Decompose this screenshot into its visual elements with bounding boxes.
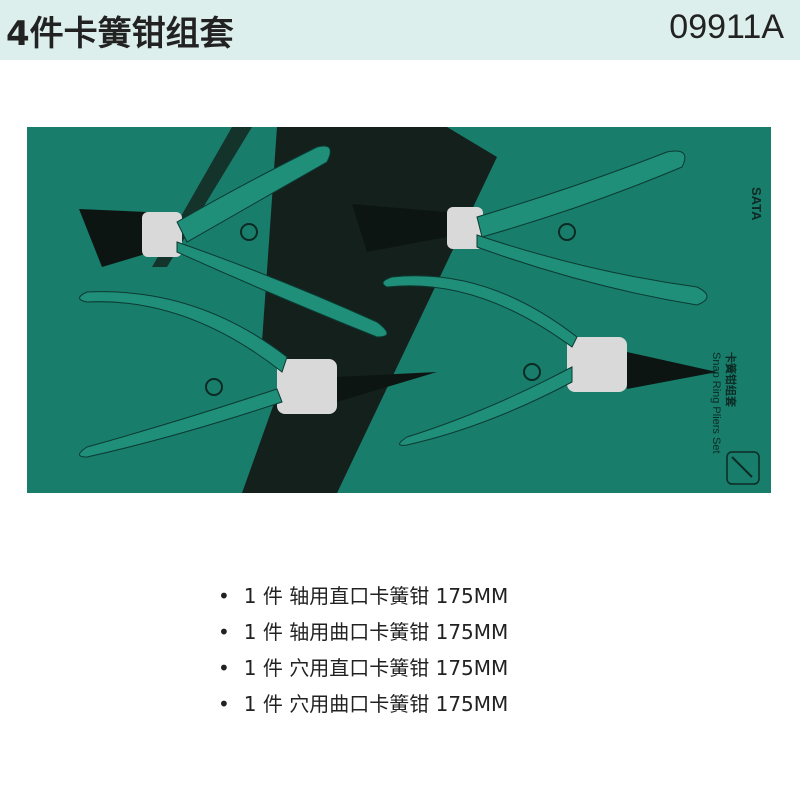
ring-icon bbox=[558, 223, 576, 241]
ring-icon bbox=[205, 378, 223, 396]
header-bar: 4件卡簧钳组套 09911A bbox=[0, 0, 800, 60]
product-title: 4件卡簧钳组套 bbox=[6, 14, 234, 54]
list-item: 1 件 穴用曲口卡簧钳 175MM bbox=[218, 686, 508, 722]
list-item: 1 件 轴用曲口卡簧钳 175MM bbox=[218, 614, 508, 650]
product-code: 09911A bbox=[669, 8, 784, 46]
plier-bottom-left bbox=[79, 291, 437, 458]
set-name-cn: 卡簧钳组套 bbox=[724, 352, 738, 408]
plier-icon bbox=[726, 451, 760, 485]
product-image-tray: SATA 卡簧钳组套 Snap Ring Pliers Set bbox=[27, 127, 771, 493]
ring-icon bbox=[523, 363, 541, 381]
list-item: 1 件 穴用直口卡簧钳 175MM bbox=[218, 650, 508, 686]
plier-bottom-right bbox=[382, 275, 717, 446]
plier-top-right bbox=[352, 150, 708, 306]
plier-top-left bbox=[79, 145, 388, 338]
item-list: 1 件 轴用直口卡簧钳 175MM 1 件 轴用曲口卡簧钳 175MM 1 件 … bbox=[218, 578, 508, 722]
brand-logo: SATA bbox=[749, 187, 764, 221]
set-name-en: Snap Ring Pliers Set bbox=[710, 352, 722, 454]
ring-icon bbox=[240, 223, 258, 241]
list-item: 1 件 轴用直口卡簧钳 175MM bbox=[218, 578, 508, 614]
